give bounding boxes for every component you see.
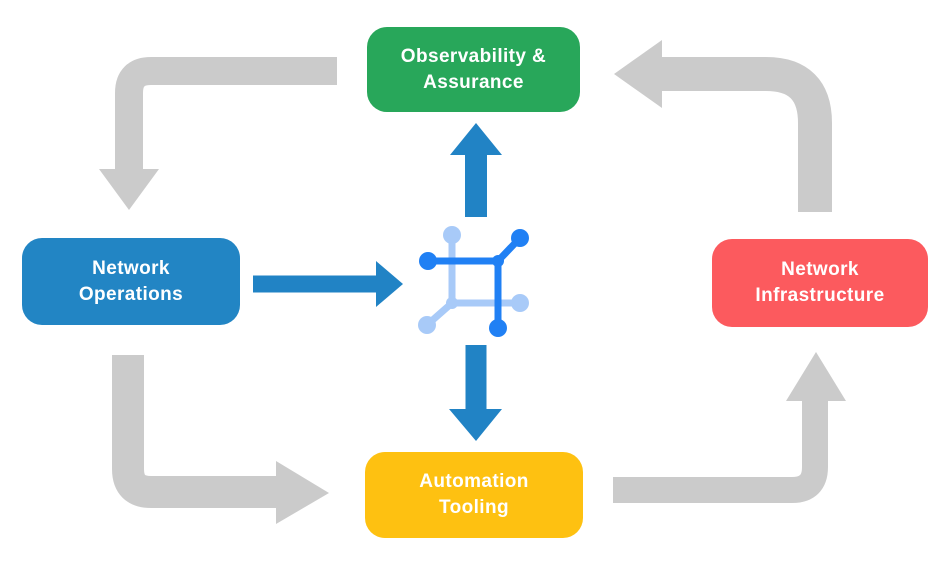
arrow-head-up-icon	[786, 352, 846, 401]
arrow-operations-to-automation	[112, 355, 329, 524]
node-observability-assurance: Observability & Assurance	[367, 27, 580, 112]
node-automation-tooling: Automation Tooling	[365, 452, 583, 538]
arrow-elbow	[662, 57, 832, 212]
arrow-head-right-icon	[376, 261, 403, 307]
node-label-line: Assurance	[423, 71, 524, 93]
node-label-line: Observability &	[400, 45, 547, 67]
arrow-elbow	[112, 355, 278, 508]
node-label-line: Tooling	[439, 497, 509, 518]
arrow-head-up-icon	[450, 123, 502, 155]
node-network-operations: Network Operations	[22, 238, 240, 325]
arrow-automation-to-infrastructure	[613, 352, 846, 503]
arrow-head-right-icon	[276, 461, 329, 524]
node-label-line: Automation	[419, 471, 529, 493]
arrow-infrastructure-to-observability	[614, 40, 832, 212]
arrow-operations-to-core	[253, 261, 403, 307]
node-label-line: Network	[92, 257, 170, 279]
node-label-line: Network	[781, 259, 859, 281]
arrow-core-to-observability	[450, 123, 502, 217]
arrow-head-down-icon	[99, 169, 159, 210]
node-label-line: Infrastructure	[755, 285, 885, 306]
arrow-core-to-automation	[449, 345, 502, 441]
mesh-light-nodes	[418, 226, 529, 334]
arrow-head-down-icon	[449, 409, 502, 441]
network-mesh-icon	[418, 226, 529, 337]
arrow-elbow	[115, 57, 337, 171]
arrow-observability-to-operations	[99, 57, 337, 210]
mesh-dark-nodes	[419, 229, 529, 337]
node-label-line: Operations	[78, 283, 184, 305]
node-network-infrastructure: Network Infrastructure	[712, 239, 928, 327]
arrow-head-left-icon	[614, 40, 662, 108]
arrow-elbow	[613, 399, 828, 503]
